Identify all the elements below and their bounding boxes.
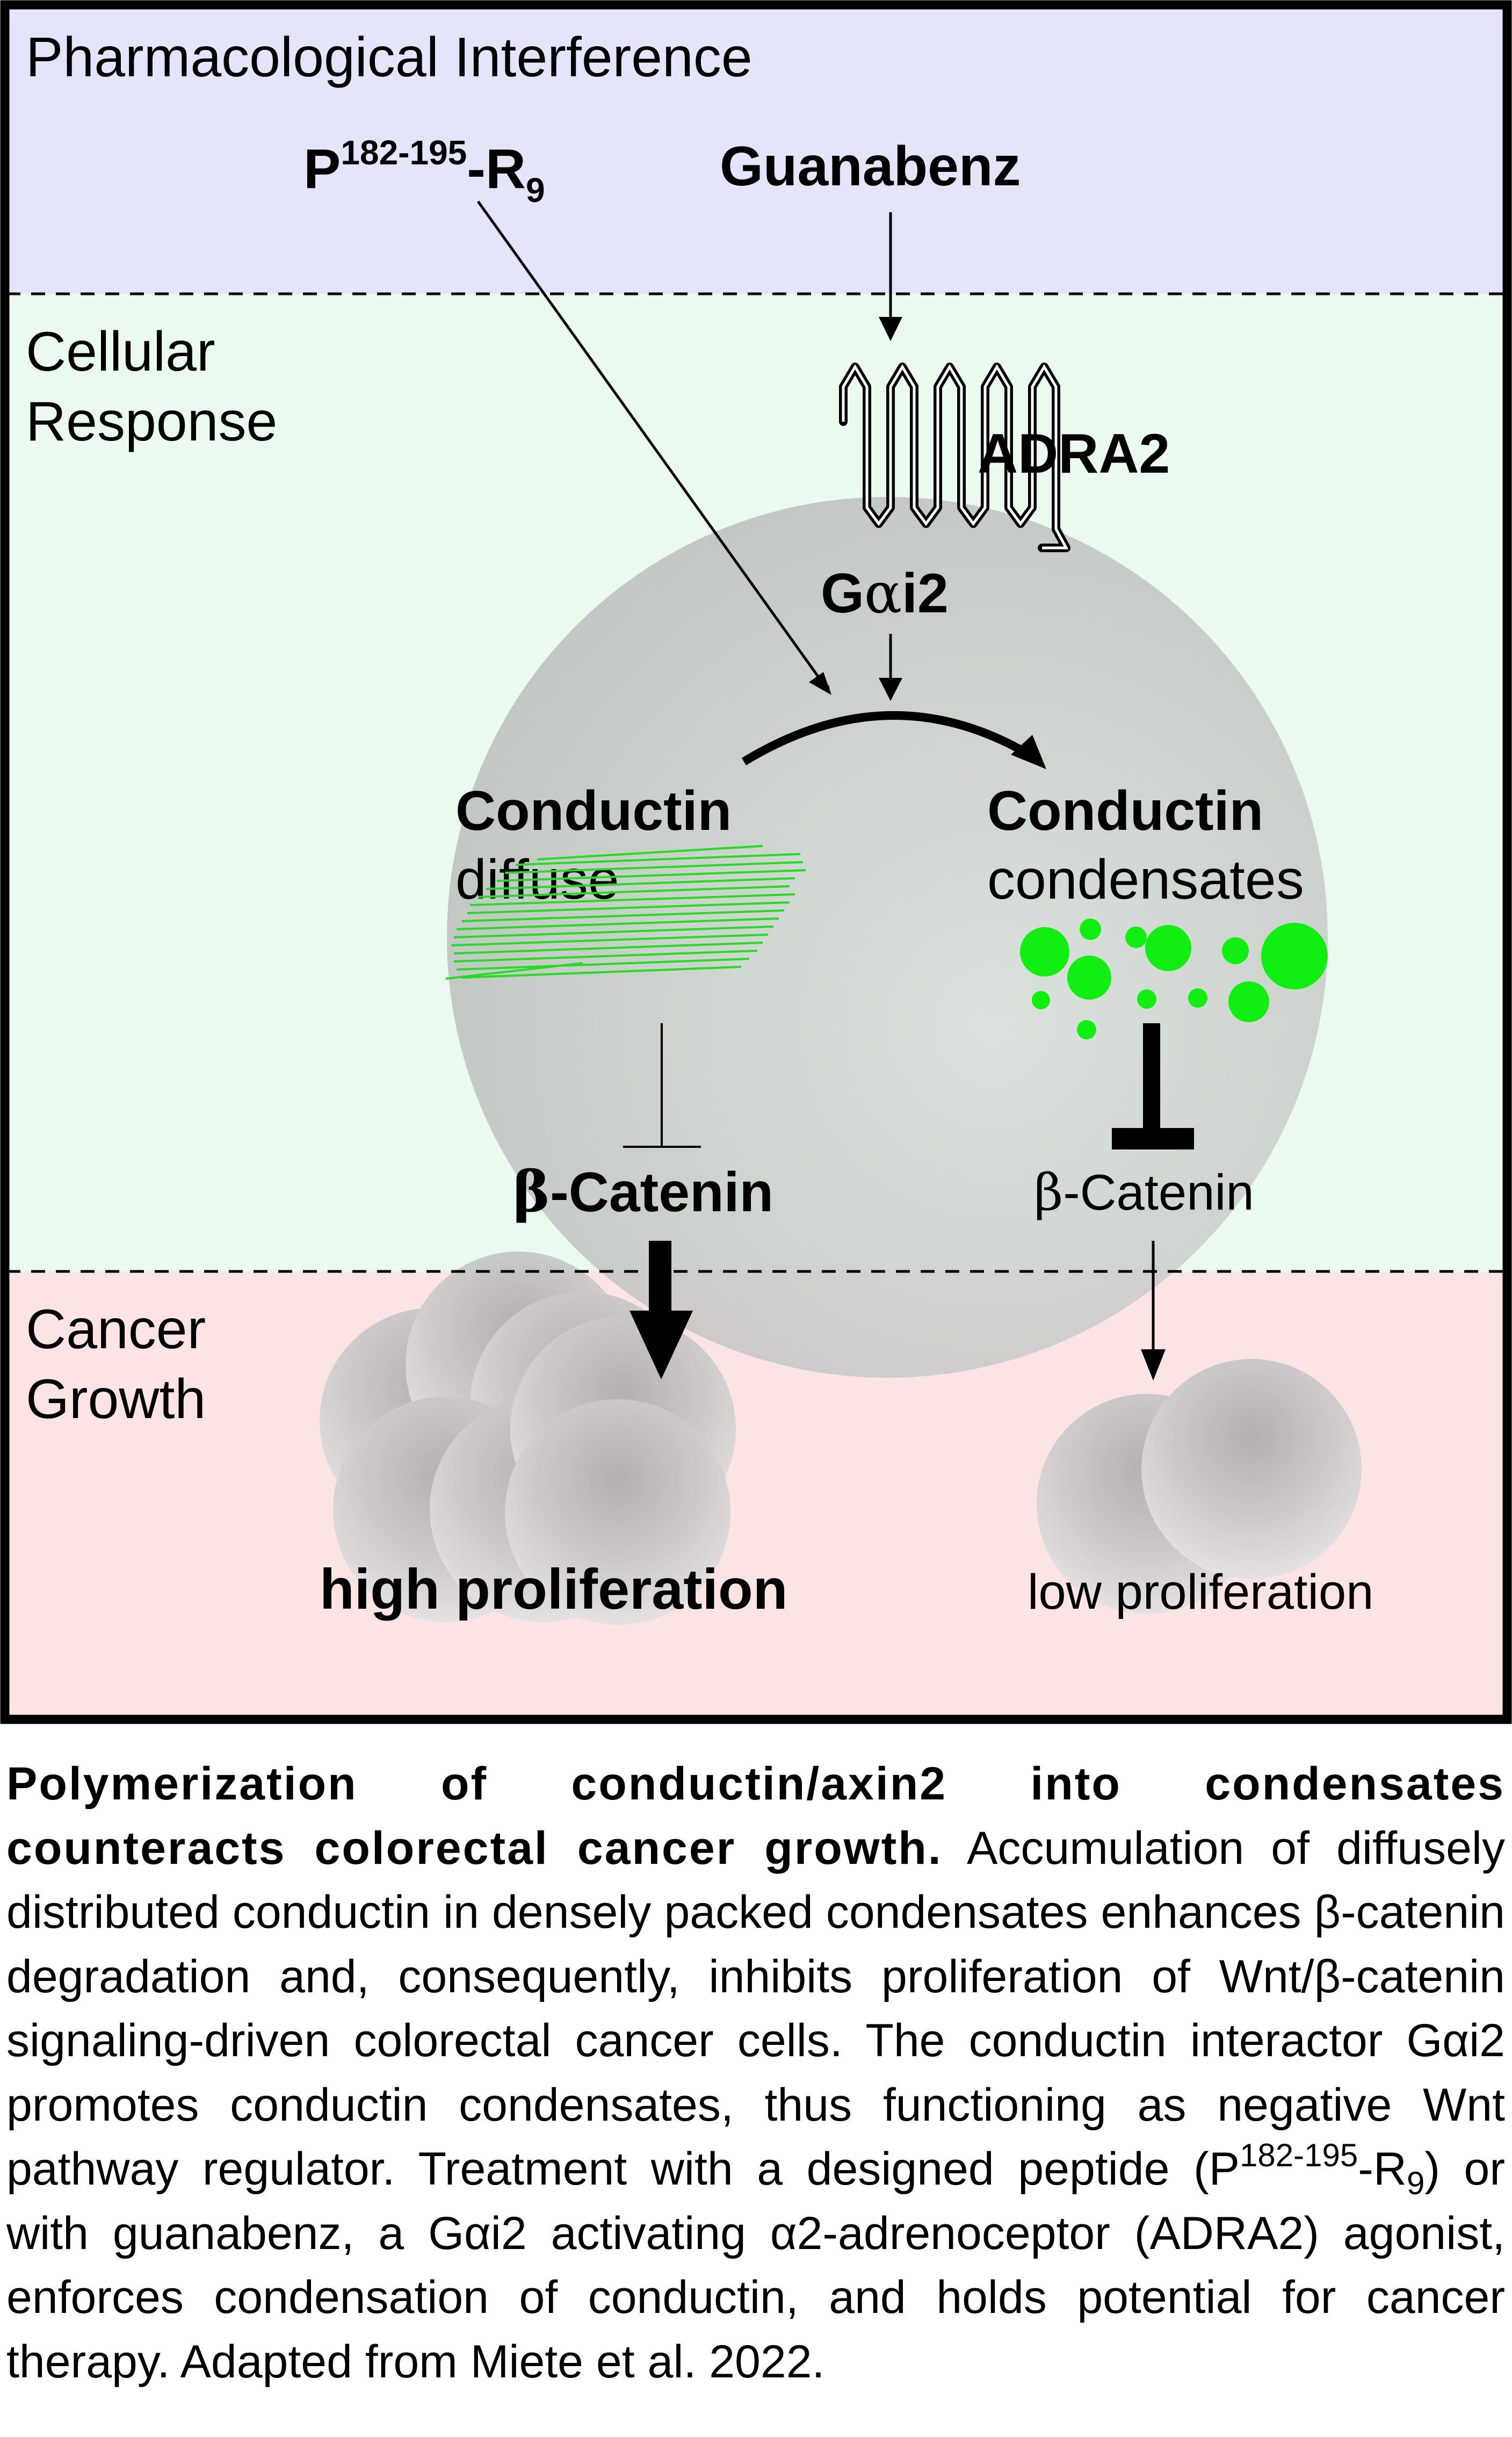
adra2-label: ADRA2	[978, 423, 1170, 485]
strong-arrow-shaft	[649, 1241, 671, 1316]
outcome-low-proliferation: low proliferation	[1028, 1565, 1373, 1619]
tumor-cluster-high	[320, 1252, 736, 1625]
beta-catenin-right: β-Catenin	[1034, 1163, 1254, 1222]
inhibition-line-strong	[1143, 1023, 1160, 1133]
guanabenz-arrowhead	[879, 317, 902, 341]
zone-label-cellular: Response	[26, 391, 277, 453]
conductin-condensates-subtitle: condensates	[987, 849, 1304, 911]
strong-arrowhead	[630, 1311, 693, 1379]
gpcr-membrane-lines	[842, 364, 1069, 549]
zone-pharmacological	[6, 6, 1506, 294]
guanabenz-label: Guanabenz	[720, 135, 1021, 198]
inhibition-bar-strong	[1112, 1128, 1194, 1149]
cell-body	[447, 497, 1328, 1378]
zone-label-cancer: Growth	[26, 1368, 206, 1430]
conductin-condensates-title: Conductin	[987, 780, 1263, 842]
beta-catenin-left: β-Catenin	[513, 1159, 773, 1225]
zone-label-cancer: Cancer	[26, 1298, 206, 1361]
zone-label-cellular: Cellular	[26, 321, 215, 383]
peptide-label: P182-195-R9	[303, 133, 545, 209]
caption-peptide-subscript: 9	[1406, 2165, 1425, 2201]
pathway-diagram: Pharmacological Interference Cellular Re…	[0, 0, 1512, 1724]
conversion-arrow	[741, 711, 1037, 765]
outcome-high-proliferation: high proliferation	[320, 1558, 788, 1621]
caption-title: Polymerization of conductin/axin2 into c…	[6, 1758, 1505, 1874]
caption-body: Accumulation of diffusely distributed co…	[6, 1822, 1505, 2195]
diffuse-conductin-strands	[445, 845, 806, 980]
caption-body: ) or with guanabenz, a Gαi2 activating α…	[6, 2143, 1505, 2388]
conversion-arrowhead	[1011, 735, 1046, 769]
weak-arrowhead	[1141, 1349, 1166, 1380]
zone-label-pharmacological: Pharmacological Interference	[26, 26, 753, 89]
figure-frame	[0, 0, 1512, 1724]
galpha-arrowhead	[879, 678, 902, 701]
caption-body: -R	[1358, 2143, 1407, 2195]
tumor-cluster-low	[1037, 1359, 1362, 1614]
conductin-diffuse-title: Conductin	[455, 780, 732, 842]
peptide-arrowhead	[809, 672, 831, 695]
caption-peptide-superscript: 182-195	[1240, 2137, 1358, 2173]
peptide-arrow	[476, 200, 831, 694]
figure-caption: Polymerization of conductin/axin2 into c…	[6, 1752, 1505, 2394]
conductin-condensate-droplets	[1020, 919, 1328, 1039]
galpha-i2-label: Gαi2	[821, 560, 949, 626]
